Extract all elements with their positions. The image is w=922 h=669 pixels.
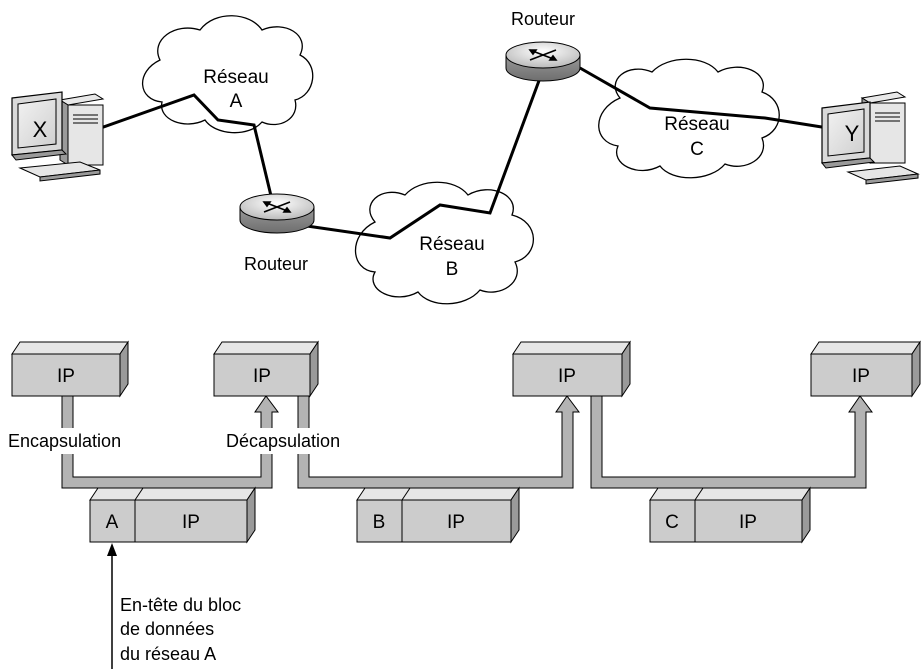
host-x-label: X	[33, 117, 48, 142]
frame-header-label: B	[373, 512, 386, 533]
network-b-label-2: B	[446, 259, 459, 280]
header-annotation-arrow	[107, 543, 117, 669]
frame-header-label: A	[106, 512, 119, 533]
network-b-label-1: Réseau	[419, 234, 485, 255]
decapsulation-label-bg	[222, 428, 378, 454]
frame-network-c: C IP	[649, 486, 811, 544]
frame-payload-c	[694, 499, 803, 543]
network-a-label-1: Réseau	[203, 67, 269, 88]
ip-box-router-top: IP	[512, 340, 631, 398]
annotation-line-2: de données	[120, 619, 214, 639]
ip-label: IP	[57, 366, 75, 387]
frame-header-a	[89, 499, 136, 543]
forwarding-pipe-c	[590, 395, 873, 489]
forwarding-pipe-b	[297, 395, 580, 489]
router-left: Routeur	[239, 193, 315, 274]
frame-payload-b	[401, 499, 512, 543]
frame-network-b: B IP	[356, 486, 520, 544]
link-router-left-to-router-top	[299, 77, 542, 240]
router-left-label: Routeur	[244, 254, 308, 274]
ip-box-router-left: IP	[213, 340, 319, 398]
network-c-label-2: C	[690, 139, 704, 160]
frame-network-a: A IP	[89, 486, 256, 544]
frame-payload-label: IP	[739, 512, 757, 533]
ip-label: IP	[253, 366, 271, 387]
router-top-label: Routeur	[511, 9, 575, 29]
decapsulation-label: Décapsulation	[226, 431, 340, 451]
network-links	[94, 66, 829, 240]
router-top: Routeur	[505, 9, 581, 82]
annotation-line-3: du réseau A	[120, 644, 216, 664]
network-a-cloud: Réseau A	[141, 15, 314, 134]
frame-payload-a	[134, 499, 248, 543]
link-router-top-to-y	[579, 66, 829, 130]
network-b-cloud: Réseau B	[354, 181, 535, 305]
network-a-label-2: A	[230, 91, 243, 112]
host-x-computer-icon: X	[11, 91, 105, 182]
network-c-cloud: Réseau C	[598, 58, 780, 179]
ip-label: IP	[558, 366, 576, 387]
host-y-label: Y	[845, 121, 860, 146]
router-arrows-icon	[262, 201, 292, 213]
ip-label: IP	[852, 366, 870, 387]
frame-header-label: C	[665, 512, 679, 533]
encapsulation-label: Encapsulation	[8, 431, 121, 451]
annotation-line-1: En-tête du bloc	[120, 595, 241, 615]
encapsulation-label-bg	[4, 428, 160, 454]
ip-box-host-x: IP	[11, 340, 129, 398]
router-arrows-icon	[528, 49, 558, 61]
network-c-label-1: Réseau	[664, 114, 730, 135]
ip-box-host-y: IP	[810, 340, 921, 398]
host-y-computer-icon: Y	[821, 91, 920, 185]
link-x-to-router-left	[94, 93, 274, 201]
frame-payload-label: IP	[182, 512, 200, 533]
frame-payload-label: IP	[447, 512, 465, 533]
